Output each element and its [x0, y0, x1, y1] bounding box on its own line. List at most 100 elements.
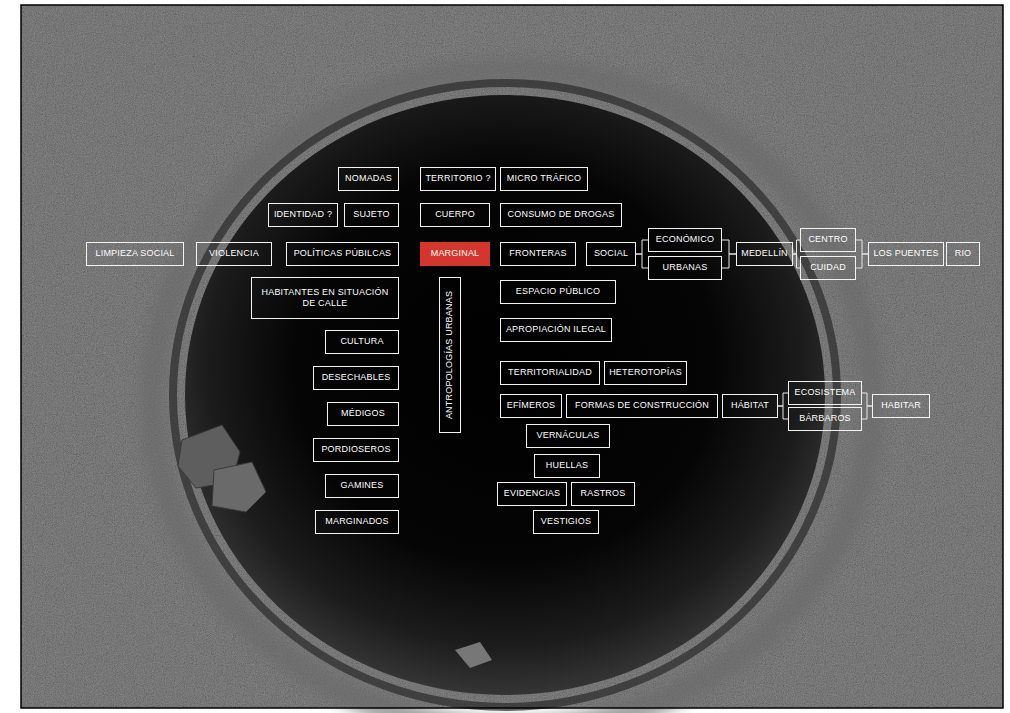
concept-box: APROPIACIÓN ILEGAL [500, 318, 612, 342]
concept-box: MEDELLÍN [736, 242, 793, 266]
concept-label: SOCIAL [594, 248, 628, 259]
concept-box: CENTRO [800, 228, 856, 252]
concept-label: POLÍTICAS PÚBILCAS [294, 248, 392, 259]
concept-box: VERNÁCULAS [526, 424, 610, 448]
concept-label: LIMPIEZA SOCIAL [95, 248, 174, 259]
concept-label: HABITAR [881, 400, 921, 411]
concept-box: CONSUMO DE DROGAS [500, 203, 622, 227]
rubble [455, 642, 492, 668]
concept-box: URBANAS [648, 256, 722, 280]
concept-box: NOMADAS [338, 167, 399, 191]
concept-box: VESTIGIOS [533, 510, 599, 534]
concept-box: HÁBITAT [722, 394, 778, 418]
rubble [212, 462, 266, 512]
concept-label: PORDIOSEROS [321, 444, 390, 455]
concept-label: IDENTIDAD ? [274, 209, 332, 220]
hole-edge [173, 83, 837, 707]
connector-line [793, 240, 800, 254]
concept-label: ANTROPOLOGÍAS URBANAS [444, 291, 455, 419]
connector-line [793, 254, 800, 268]
concept-label: MARGINAL [431, 248, 480, 259]
concept-box: GAMINES [325, 474, 399, 498]
concept-label: ECOSISTEMA [794, 387, 855, 398]
concept-box: RASTROS [571, 482, 635, 506]
concept-box: HABITANTES EN SITUACIÓN DE CALLE [251, 277, 399, 319]
concept-box: RIO [946, 242, 980, 266]
concept-box: LIMPIEZA SOCIAL [86, 242, 184, 266]
concept-label: VERNÁCULAS [536, 430, 599, 441]
concept-label: MÉDIGOS [341, 408, 385, 419]
concept-label: LOS PUENTES [873, 248, 938, 259]
concept-box: MICRO TRÁFICO [500, 167, 588, 191]
connector-line [778, 393, 788, 406]
concept-box: CUIDAD [800, 256, 856, 280]
connector-line [856, 240, 868, 254]
concept-box: CULTURA [325, 330, 399, 354]
concept-label: HABITANTES EN SITUACIÓN DE CALLE [256, 287, 394, 310]
concept-label: FRONTERAS [509, 248, 566, 259]
concept-label: FORMAS DE CONSTRUCCIÓN [575, 400, 709, 411]
connector-line [778, 406, 788, 419]
connector-line [722, 254, 736, 268]
concept-label: VIOLENCIA [209, 248, 259, 259]
concept-box: POLÍTICAS PÚBILCAS [286, 242, 399, 266]
connector-line [722, 240, 736, 254]
concept-box: CUERPO [420, 203, 490, 227]
concept-label: CENTRO [808, 234, 847, 245]
concept-box: DESECHABLES [313, 366, 399, 390]
concept-label: ECONÓMICO [656, 234, 714, 245]
concept-box: FORMAS DE CONSTRUCCIÓN [566, 394, 718, 418]
concept-label: SUJETO [353, 209, 390, 220]
concept-box: SUJETO [344, 203, 399, 227]
concept-label: TERRITORIO ? [425, 173, 490, 184]
concept-label: VESTIGIOS [541, 516, 591, 527]
concept-label: RIO [955, 248, 972, 259]
concept-box: ANTROPOLOGÍAS URBANAS [439, 277, 461, 433]
concept-box: TERRITORIO ? [420, 167, 496, 191]
concept-box: PORDIOSEROS [313, 438, 399, 462]
connector-line [636, 240, 648, 254]
concept-box: MARGINADOS [315, 510, 399, 534]
connector-line [862, 406, 872, 419]
concept-label: GAMINES [341, 480, 384, 491]
concept-box: IDENTIDAD ? [268, 203, 338, 227]
connector-line [862, 393, 872, 406]
hole [185, 95, 825, 695]
concept-label: DESECHABLES [322, 372, 391, 383]
concept-label: ESPACIO PÚBLICO [516, 286, 600, 297]
concept-box: LOS PUENTES [868, 242, 944, 266]
concept-box: EVIDENCIAS [497, 482, 567, 506]
central-box: MARGINAL [420, 242, 490, 266]
concept-label: URBANAS [663, 262, 708, 273]
concept-box: FRONTERAS [500, 242, 576, 266]
connector-line [856, 254, 868, 268]
concept-box: MÉDIGOS [327, 402, 399, 426]
concept-label: MEDELLÍN [741, 248, 788, 259]
ground [21, 5, 1003, 708]
concept-box: EFÍMEROS [500, 394, 562, 418]
concept-label: CONSUMO DE DROGAS [508, 209, 615, 220]
ground-texture [21, 5, 1003, 708]
concept-box: ECONÓMICO [648, 228, 722, 252]
frame [21, 5, 1003, 708]
concept-label: EVIDENCIAS [504, 488, 561, 499]
concept-box: VIOLENCIA [196, 242, 272, 266]
concept-label: BÁRBAROS [799, 413, 851, 424]
concept-label: HUELLAS [546, 460, 588, 471]
concept-label: HÁBITAT [731, 400, 769, 411]
rim [152, 70, 872, 713]
concept-label: TERRITORIALIDAD [508, 367, 592, 378]
concept-box: HETEROTOPÍAS [604, 361, 687, 385]
concept-box: HABITAR [872, 394, 930, 418]
connector-line [636, 254, 648, 268]
concept-label: MARGINADOS [325, 516, 389, 527]
concept-label: RASTROS [581, 488, 626, 499]
concept-label: NOMADAS [345, 173, 392, 184]
concept-box: HUELLAS [534, 454, 600, 478]
concept-box: ESPACIO PÚBLICO [500, 280, 616, 304]
concept-label: APROPIACIÓN ILEGAL [506, 324, 606, 335]
concept-label: MICRO TRÁFICO [507, 173, 581, 184]
